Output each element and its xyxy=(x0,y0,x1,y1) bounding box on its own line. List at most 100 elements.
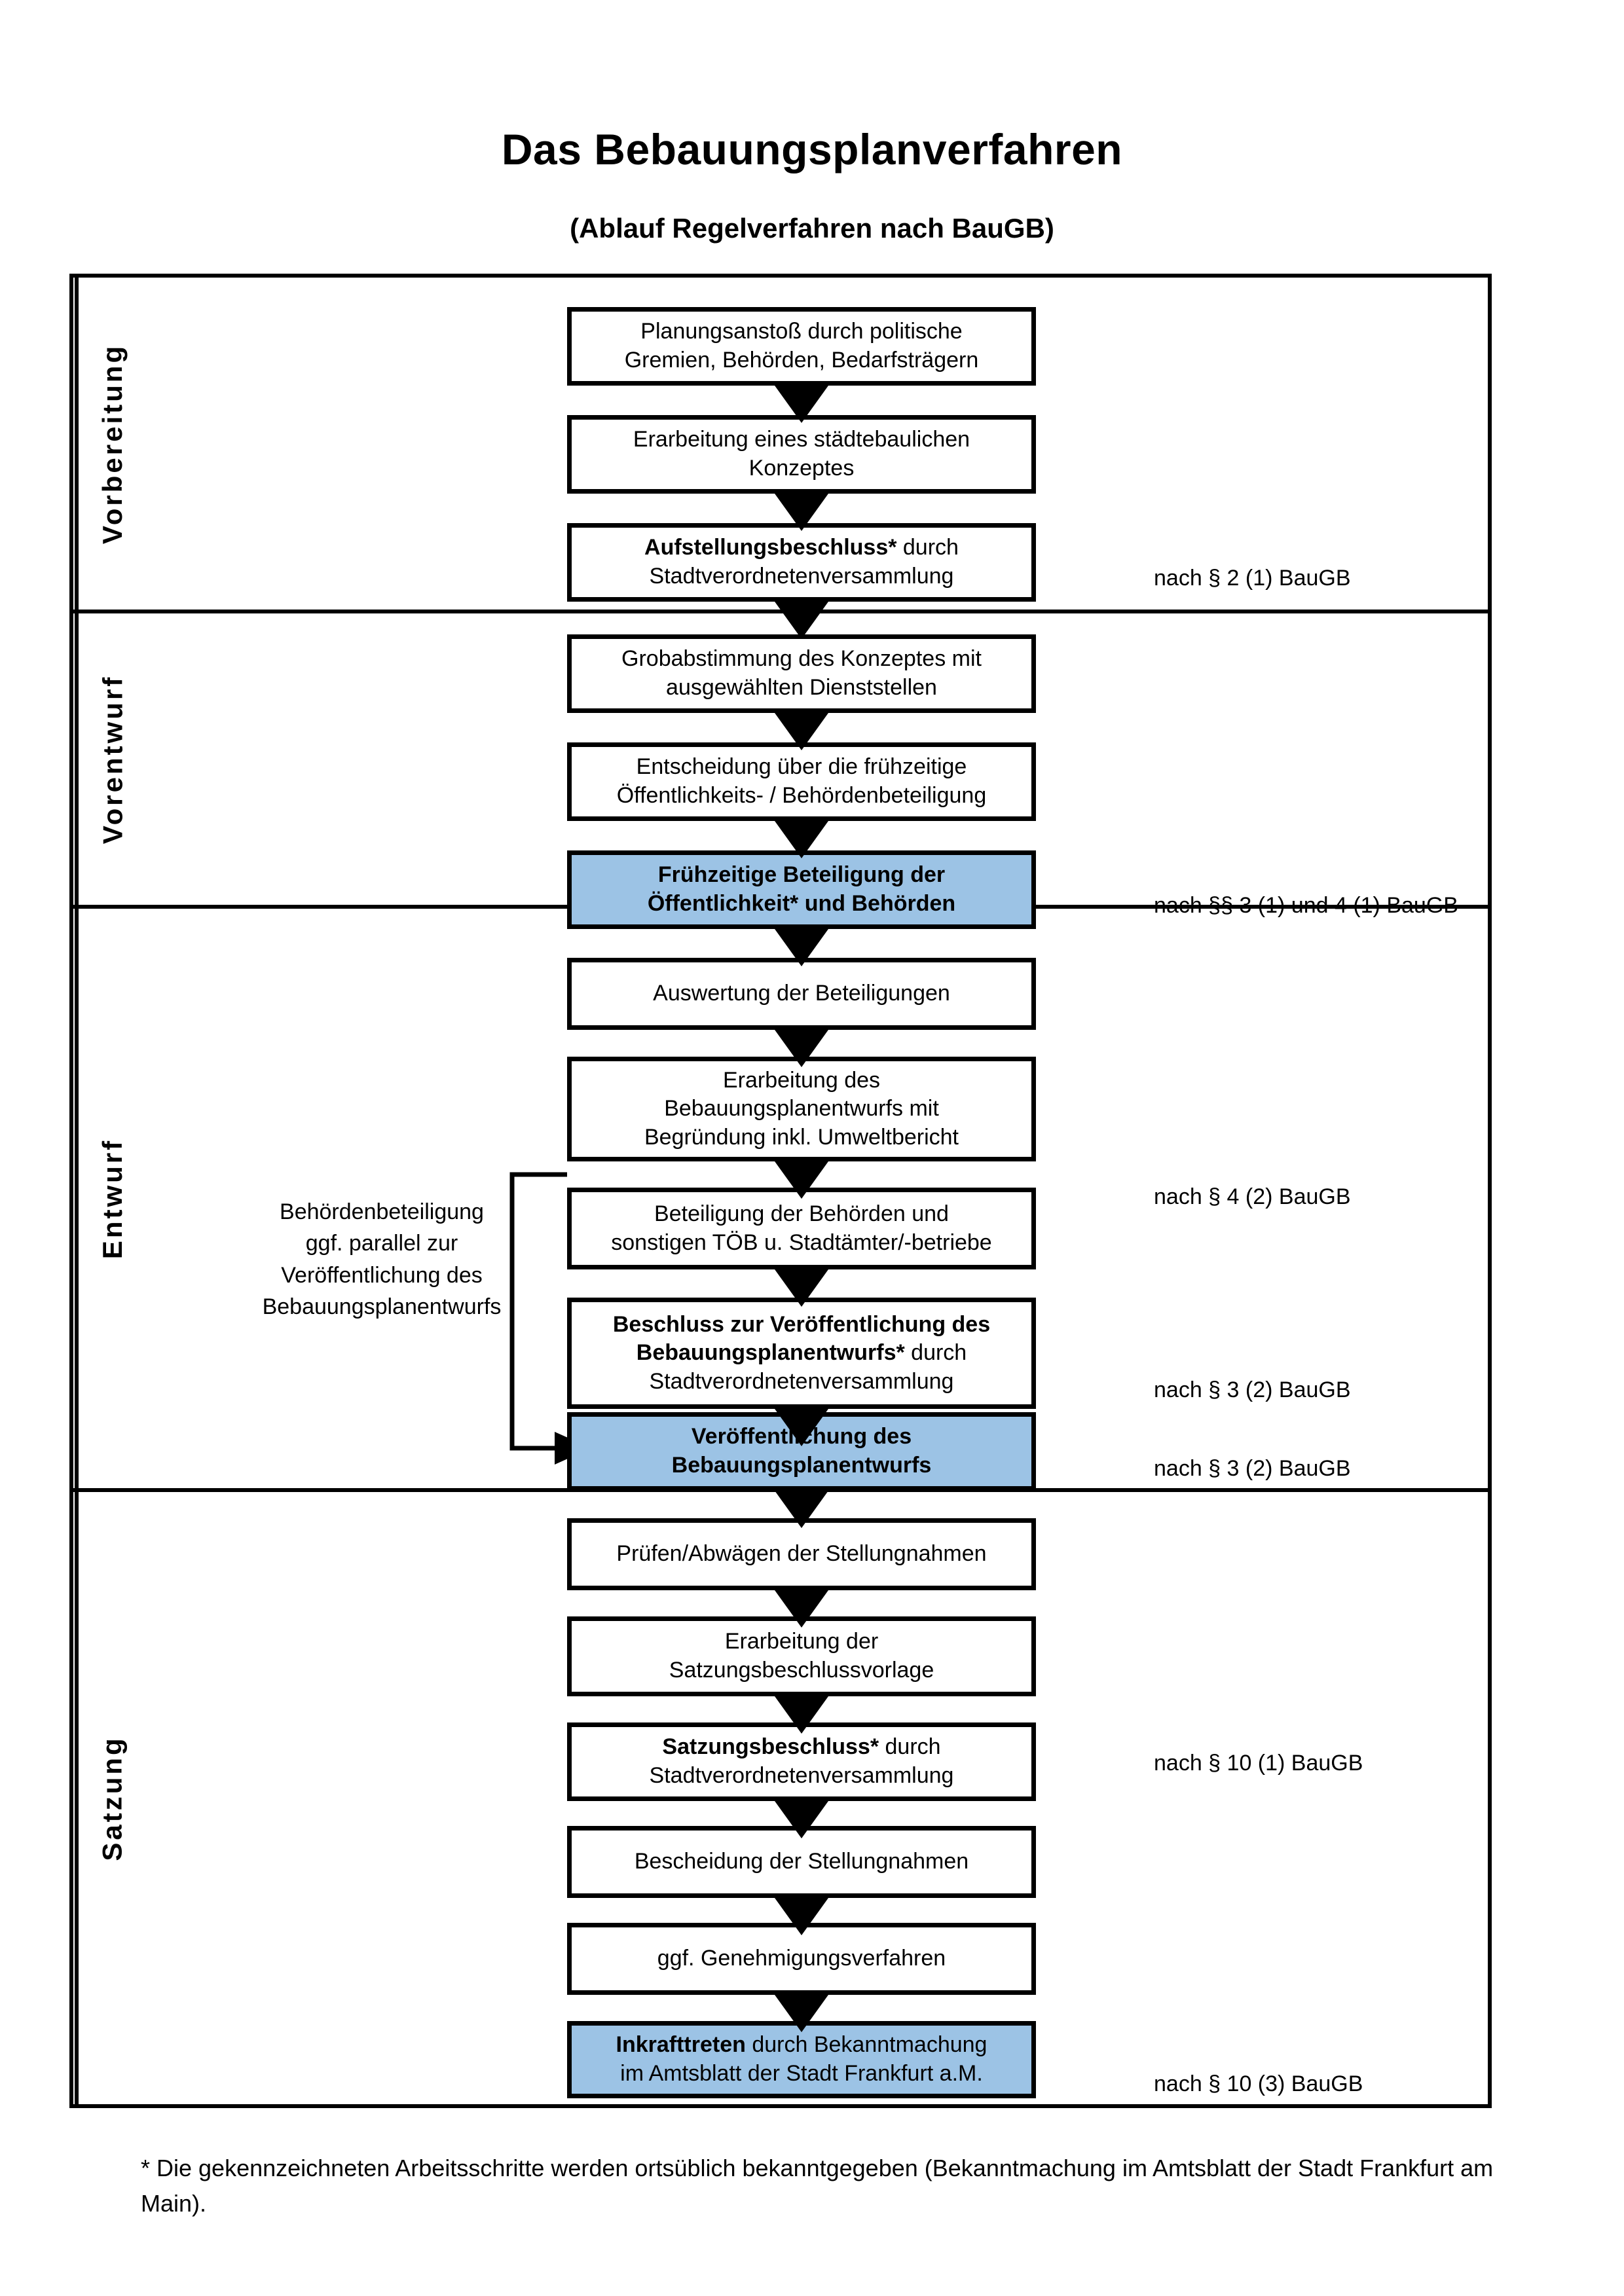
lane-satzung-label: Satzung xyxy=(73,1492,152,2104)
ref-veroeffentlichung: nach § 3 (2) BauGB xyxy=(1154,1456,1351,1481)
node-line: im Amtsblatt der Stadt Frankfurt a.M. xyxy=(620,2060,983,2088)
flow-arrow xyxy=(771,1486,832,1528)
node-text-segment: ggf. Genehmigungsverfahren xyxy=(657,1946,946,1971)
node-text-segment: Satzungsbeschluss* xyxy=(662,1734,879,1760)
node-text-segment: Bebauungsplanentwurfs* xyxy=(636,1340,905,1366)
node-line: Konzeptes xyxy=(749,454,855,483)
ref-satzungsbeschluss: nach § 10 (1) BauGB xyxy=(1154,1751,1363,1776)
ref-inkrafttreten: nach § 10 (3) BauGB xyxy=(1154,2071,1363,2096)
label-column-divider xyxy=(75,274,79,2108)
node-grobabstimmung[interactable]: Grobabstimmung des Konzeptes mit ausgewäh… xyxy=(567,634,1036,713)
node-line: Begründung inkl. Umweltbericht xyxy=(644,1123,959,1152)
node-line: Beschluss zur Veröffentlichung des xyxy=(613,1311,990,1339)
node-text-segment: durch Bekanntmachung xyxy=(745,2032,987,2058)
node-line: Entscheidung über die frühzeitige xyxy=(637,753,967,782)
node-text-segment: Erarbeitung des xyxy=(722,1067,881,1093)
node-line: Planungsanstoß durch politische xyxy=(640,318,962,346)
footnote: * Die gekennzeichneten Arbeitsschritte w… xyxy=(141,2155,1494,2217)
node-text-segment: Frühzeitige Beteiligung der xyxy=(657,862,946,888)
node-text-segment: Bescheidung der Stellungnahmen xyxy=(634,1849,969,1874)
node-text-segment: Stadtverordnetenversammlung xyxy=(649,564,954,589)
flow-arrow xyxy=(771,924,832,966)
ref-aufstellungsbeschluss: nach § 2 (1) BauGB xyxy=(1154,566,1351,591)
node-line: Öffentlichkeits- / Behördenbeteiligung xyxy=(617,782,987,811)
node-line: Erarbeitung des xyxy=(723,1066,880,1095)
lane-vorentwurf-label: Vorentwurf xyxy=(73,613,152,905)
node-text-segment: Entscheidung über die frühzeitige xyxy=(636,754,967,780)
node-text-segment: Aufstellungsbeschluss* xyxy=(644,535,897,560)
flow-arrow xyxy=(771,1157,832,1199)
flow-arrow xyxy=(771,1893,832,1935)
node-line: Bebauungsplanentwurfs xyxy=(672,1451,932,1480)
node-text-segment: Prüfen/Abwägen der Stellungnahmen xyxy=(616,1541,987,1567)
lane-vorbereitung-label: Vorbereitung xyxy=(73,278,152,610)
flow-arrow xyxy=(771,1692,832,1734)
flowchart-frame: Vorbereitung Vorentwurf Entwurf Satzung xyxy=(69,274,1492,2108)
ref-beteiligung-behoerden: nach § 4 (2) BauGB xyxy=(1154,1184,1351,1209)
flow-arrow xyxy=(771,1025,832,1067)
sidenote-line: Behördenbeteiligung xyxy=(280,1199,484,1224)
node-text-segment: durch xyxy=(879,1734,941,1760)
flow-arrow xyxy=(771,1265,832,1307)
node-text-segment: Konzeptes xyxy=(748,456,855,481)
lane-label-text: Vorentwurf xyxy=(97,674,128,844)
node-text-segment: Grobabstimmung des Konzeptes mit xyxy=(621,646,982,672)
node-line: Stadtverordnetenversammlung xyxy=(650,1762,954,1791)
node-line: Prüfen/Abwägen der Stellungnahmen xyxy=(616,1540,986,1569)
node-text-segment: Erarbeitung eines städtebaulichen xyxy=(633,427,970,452)
lane-entwurf-label: Entwurf xyxy=(73,909,152,1488)
node-line: Aufstellungsbeschluss* durch xyxy=(644,534,959,562)
node-text-segment: Satzungsbeschlussvorlage xyxy=(669,1658,934,1683)
node-text-segment: ausgewählten Dienststellen xyxy=(666,675,937,700)
node-text-segment: Beschluss zur Veröffentlichung des xyxy=(612,1311,991,1337)
node-text-segment: Bebauungsplanentwurfs xyxy=(671,1453,932,1478)
node-text-segment: Gremien, Behörden, Bedarfsträgern xyxy=(624,348,979,373)
node-line: Grobabstimmung des Konzeptes mit xyxy=(621,645,982,674)
node-line: Öffentlichkeit* und Behörden xyxy=(648,890,955,919)
node-text-segment: sonstigen TÖB u. Stadtämter/-betriebe xyxy=(611,1230,992,1255)
flow-arrow xyxy=(771,1796,832,1838)
node-line: Bescheidung der Stellungnahmen xyxy=(635,1848,969,1876)
ref-beschluss-veroeffentlichung: nach § 3 (2) BauGB xyxy=(1154,1377,1351,1402)
lane-label-text: Entwurf xyxy=(97,1138,128,1259)
node-text-segment: Begründung inkl. Umweltbericht xyxy=(644,1124,959,1150)
node-line: sonstigen TÖB u. Stadtämter/-betriebe xyxy=(611,1229,991,1258)
sidenote-line: Bebauungsplanentwurfs xyxy=(262,1294,502,1319)
node-line: Bebauungsplanentwurfs* durch xyxy=(637,1339,967,1368)
node-text-segment: Planungsanstoß durch politische xyxy=(640,319,963,344)
page-subtitle: (Ablauf Regelverfahren nach BauGB) xyxy=(570,213,1054,244)
node-pruefen-abwaegen[interactable]: Prüfen/Abwägen der Stellungnahmen xyxy=(567,1518,1036,1590)
ref-fruehzeitige-beteiligung: nach §§ 3 (1) und 4 (1) BauGB xyxy=(1154,893,1458,918)
lane-label-text: Vorbereitung xyxy=(97,343,128,544)
node-line: Bebauungsplanentwurfs mit xyxy=(664,1095,939,1123)
node-line: Satzungsbeschlussvorlage xyxy=(669,1656,934,1685)
flow-arrow xyxy=(771,597,832,639)
node-line: Auswertung der Beteiligungen xyxy=(653,979,950,1008)
node-text-segment: durch xyxy=(904,1340,967,1366)
node-text-segment: Auswertung der Beteiligungen xyxy=(653,981,950,1006)
lane-label-text: Satzung xyxy=(97,1735,128,1861)
flow-arrow xyxy=(771,1990,832,2032)
node-auswertung-beteiligungen[interactable]: Auswertung der Beteiligungen xyxy=(567,958,1036,1030)
flow-arrow xyxy=(771,381,832,423)
node-text-segment: Öffentlichkeits- / Behördenbeteiligung xyxy=(616,783,987,808)
node-text-segment: Öffentlichkeit* und Behörden xyxy=(647,891,956,916)
flow-arrow xyxy=(771,816,832,858)
node-line: ggf. Genehmigungsverfahren xyxy=(657,1944,946,1973)
sidenote-line: ggf. parallel zur xyxy=(305,1231,458,1256)
flow-arrow xyxy=(771,489,832,531)
node-line: Beteiligung der Behörden und xyxy=(654,1200,949,1229)
